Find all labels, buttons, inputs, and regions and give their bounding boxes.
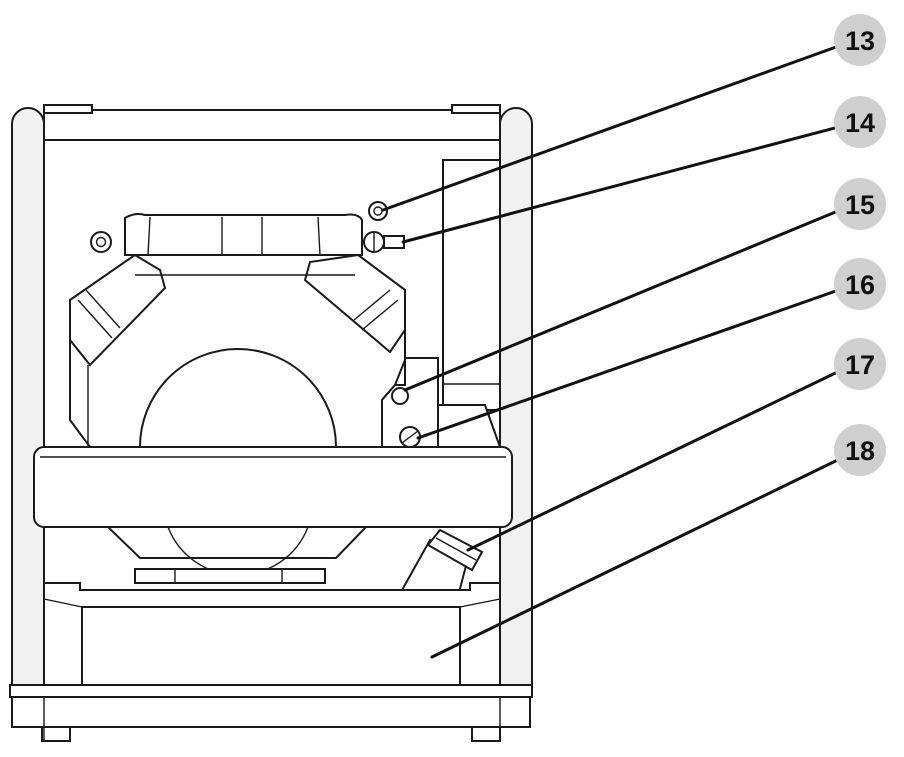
leader-line-13: [381, 40, 852, 212]
callout-parts: [363, 201, 421, 448]
engine-air-filter: [124, 213, 363, 256]
frame-top-left-tab: [43, 104, 93, 114]
callout-label-16: 16: [845, 270, 875, 300]
callout-label-15: 15: [845, 190, 875, 220]
panel-bracket: [381, 357, 439, 448]
callout-18: 18: [430, 424, 886, 659]
callout-15: 15: [403, 178, 886, 392]
callout-circle-18: [834, 424, 886, 476]
leader-line-17: [466, 364, 852, 552]
leader-line-14: [401, 122, 852, 244]
base-foot-right: [471, 726, 501, 742]
panel-back-plate: [442, 159, 501, 411]
frame-top-right-tab: [451, 104, 501, 114]
frame-top-bar: [43, 109, 501, 141]
callout-label-13: 13: [845, 26, 875, 56]
leader-line-18: [430, 452, 852, 659]
callout-circle-13: [834, 14, 886, 66]
callout-circle-16: [834, 258, 886, 310]
callout-circle-17: [834, 338, 886, 390]
frame-left-rail: [11, 107, 45, 701]
callout-circle-15: [834, 178, 886, 230]
fuel-tank-band: [33, 446, 513, 528]
base-assembly: [9, 582, 533, 742]
callout-label-18: 18: [845, 436, 875, 466]
callout-label-17: 17: [845, 350, 875, 380]
callout-13: 13: [381, 14, 886, 212]
leader-line-15: [403, 204, 852, 392]
callout-circle-14: [834, 96, 886, 148]
base-plate: [11, 696, 531, 728]
engine-lower: [105, 526, 369, 584]
base-foot-left: [41, 726, 71, 742]
indicator-knob: [391, 387, 409, 405]
muffler-box: [81, 606, 461, 686]
lifting-eye: [368, 201, 388, 221]
oil-filler-cap: [426, 528, 484, 572]
engine-left-eyelet: [90, 231, 112, 253]
callout-14: 14: [401, 96, 886, 244]
callout-label-14: 14: [845, 108, 875, 138]
engine-mount-pad: [134, 568, 326, 584]
callout-16: 16: [416, 258, 886, 440]
callout-17: 17: [466, 338, 886, 552]
hose-fitting: [383, 235, 405, 249]
base-skid: [9, 684, 533, 698]
leader-line-16: [416, 284, 852, 440]
